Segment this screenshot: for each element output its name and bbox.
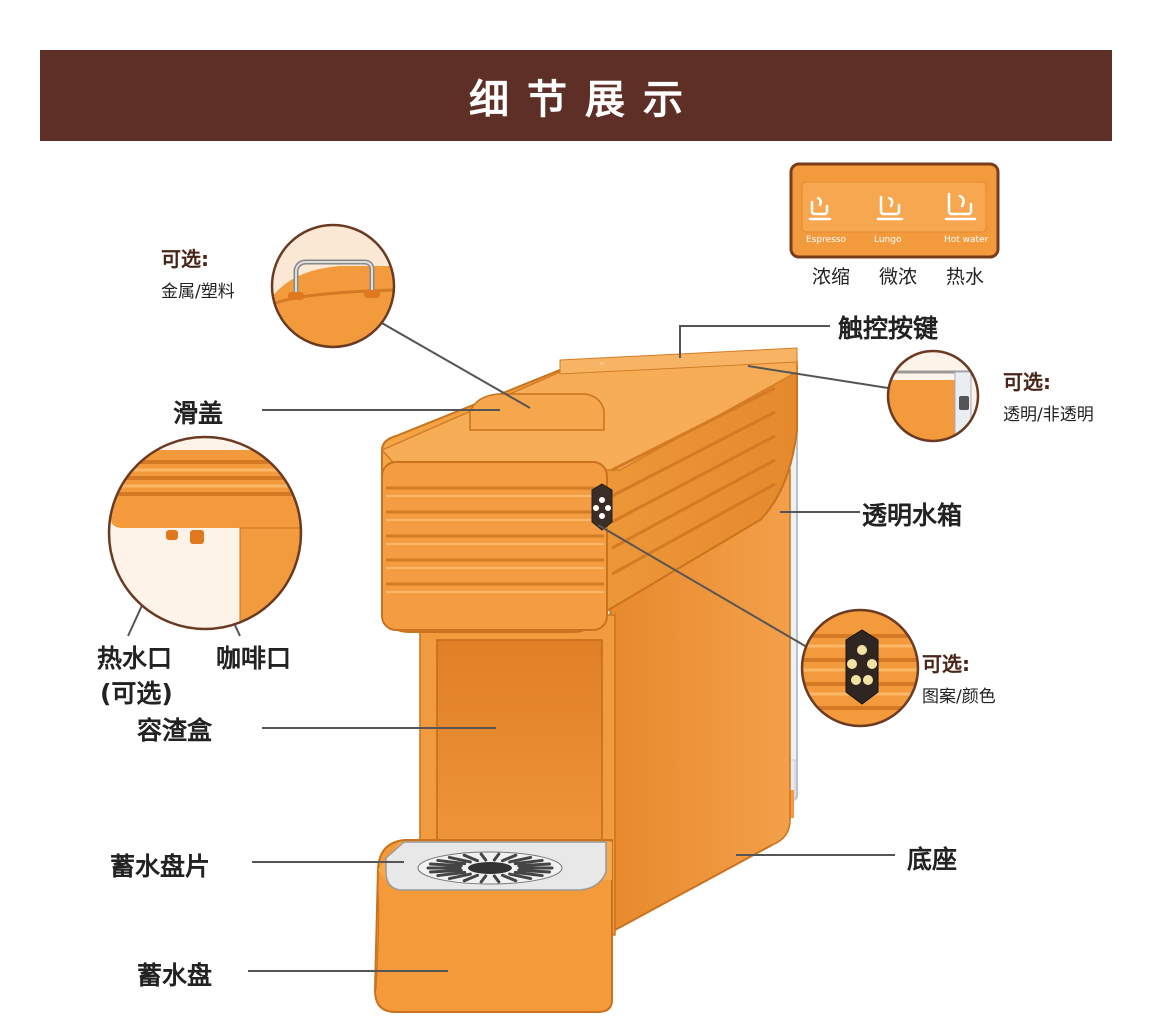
detail-circle-nozzles: [107, 435, 303, 631]
label-coffee-outlet: 咖啡口: [216, 644, 292, 673]
leader-tank-option: [747, 365, 889, 389]
touch-panel-inset: [789, 162, 1000, 259]
drip-plate-slot: [508, 855, 533, 864]
drip-plate-slot: [447, 855, 472, 864]
tank-option-title: 可选:: [1003, 370, 1051, 394]
mode-hot-water: 热水: [946, 266, 985, 288]
drip-plate-slot: [517, 862, 551, 868]
label-drip-plate: 蓄水盘片: [110, 852, 211, 881]
handle-option-title: 可选:: [161, 247, 209, 271]
drip-plate-slot: [429, 862, 463, 868]
label-drip-tray: 蓄水盘: [137, 961, 213, 990]
drip-plate-slot: [513, 858, 544, 866]
badge-option-title: 可选:: [922, 652, 970, 676]
button-hot-water-label: Hot water: [944, 235, 989, 245]
banner-title: 细节展示: [469, 76, 701, 123]
drip-plate-slot: [513, 870, 544, 878]
drip-plate-slot: [479, 852, 488, 862]
detail-circle-tank: [886, 349, 980, 443]
label-water-tank: 透明水箱: [862, 501, 963, 530]
drip-plate-slot: [508, 872, 533, 881]
drip-plate-slot: [492, 874, 501, 884]
large-cup-icon: [944, 192, 977, 221]
drip-plate-slot: [462, 853, 480, 863]
label-capsule-bin: 容渣盒: [137, 716, 213, 745]
label-touch-keys: 触控按键: [838, 314, 939, 343]
svg-text:ᵕ: ᵕ: [600, 360, 604, 371]
mode-espresso: 浓缩: [812, 266, 851, 288]
label-sliding-lid: 滑盖: [173, 399, 224, 428]
small-cup-icon: [808, 196, 832, 221]
drip-tray: [373, 839, 613, 1013]
drip-plate-slot: [436, 858, 467, 866]
label-base: 底座: [907, 845, 958, 874]
tank-option-text: 透明/非透明: [1003, 405, 1094, 425]
leader-badge: [597, 524, 813, 651]
drip-plate-slot: [436, 870, 467, 878]
drip-plate-slot: [500, 873, 518, 883]
drip-plate-slot: [500, 853, 518, 863]
drip-plate-slot: [517, 868, 551, 874]
mode-lungo: 微浓: [879, 266, 918, 288]
upper-housing: ᵕ: [380, 347, 798, 633]
drip-plate-slot: [492, 852, 501, 862]
drip-plate-slot: [462, 873, 480, 883]
drip-plate-slot: [447, 872, 472, 881]
handle-option-text: 金属/塑料: [161, 282, 235, 302]
detail-circle-handle: [270, 223, 396, 349]
drip-plate-slot: [429, 868, 463, 874]
leader-handle: [379, 321, 531, 409]
badge-option-text: 图案/颜色: [922, 687, 996, 707]
label-hot-water-outlet-note: (可选): [100, 679, 173, 708]
button-espresso-label: Espresso: [806, 235, 847, 245]
leader-touch-keys: [679, 325, 830, 358]
section-banner: 细节展示: [40, 50, 1112, 141]
detail-circle-badge: [800, 608, 920, 728]
drip-plate-slot: [479, 874, 488, 884]
button-lungo-label: Lungo: [874, 235, 902, 245]
medium-cup-icon: [876, 195, 904, 221]
label-hot-water-outlet: 热水口: [97, 644, 173, 673]
